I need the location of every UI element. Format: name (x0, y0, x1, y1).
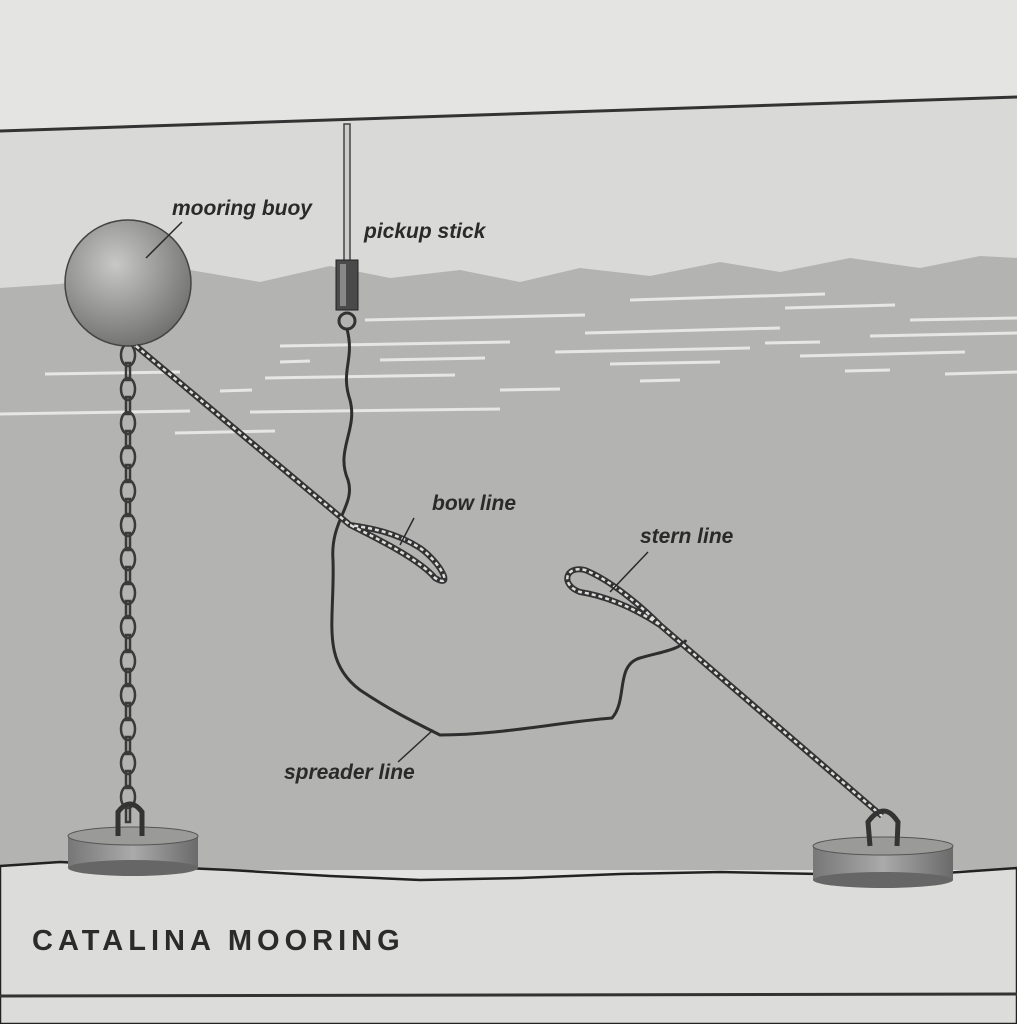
chain-link (124, 701, 132, 722)
chain-link (124, 667, 132, 688)
label-spreader-line: spreader line (284, 761, 415, 784)
label-bow-line: bow line (432, 492, 516, 515)
chain-link (119, 784, 137, 810)
water-reflections (0, 292, 1017, 435)
chain-link (124, 769, 132, 790)
chain-link (119, 682, 137, 708)
chain-link (119, 546, 137, 572)
left-shackle (115, 801, 145, 836)
chain-link (124, 565, 132, 586)
chain-link (119, 478, 137, 504)
chain-link (119, 750, 137, 776)
chain-link (119, 410, 137, 436)
chain-link (119, 444, 137, 470)
label-stern-line: stern line (640, 525, 734, 548)
chain-link (124, 463, 132, 484)
label-mooring-buoy: mooring buoy (172, 197, 313, 220)
right-shackle (865, 808, 901, 847)
right-mooring-block (812, 836, 954, 888)
label-pickup-stick: pickup stick (363, 220, 487, 243)
water (0, 256, 1017, 870)
chain-link (124, 361, 132, 382)
chain-link (119, 716, 137, 742)
chain-link (119, 512, 137, 538)
chain-link (124, 429, 132, 450)
spreader-line (330, 328, 688, 737)
chain-link (124, 633, 132, 654)
diagram-title: CATALINA MOORING (32, 925, 405, 957)
left-mooring-block (67, 826, 199, 876)
bow-line-rope (135, 345, 446, 582)
chain-link (124, 497, 132, 518)
chain-link (124, 599, 132, 620)
chain-link (119, 580, 137, 606)
ropes (134, 343, 884, 819)
chain-link (119, 376, 137, 402)
top-border-line (0, 95, 1017, 133)
chain-link (124, 735, 132, 756)
chain-link (124, 531, 132, 552)
label-leaders (145, 221, 649, 763)
chain-link (124, 395, 132, 416)
chain-link (119, 648, 137, 674)
stern-line-rope (566, 567, 883, 817)
chain-link (119, 614, 137, 640)
mooring-buoy (64, 219, 192, 347)
bottom-border-line (0, 992, 1017, 998)
pickup-stick (335, 123, 359, 331)
